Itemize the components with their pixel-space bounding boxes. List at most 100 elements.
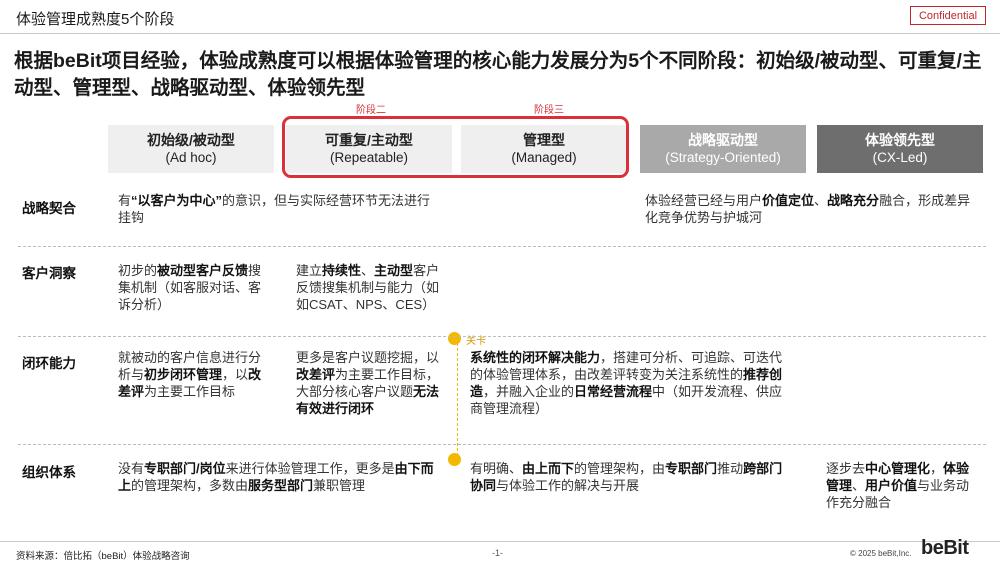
headline-part-4: 5个不同阶段：初始级/被动型、可重复/主动型、管理型、战略驱动型、体验领先型 (14, 50, 982, 99)
strategy-strategic-cell: 体验经营已经与用户价值定位、战略充分融合，形成差异化竞争优势与护城河 (645, 192, 975, 226)
cell-text-bold: 体验管理 (826, 461, 970, 493)
cell-text: 的意识，但与实际经营环节无法进行挂钩 (118, 193, 431, 225)
cell-text: 推动 (717, 461, 744, 476)
stage-cx-led: 体验领先型 (CX-Led) (817, 125, 983, 173)
headline-part-1: 根据beBit项目经验， (14, 50, 200, 72)
cell-text-bold: 用户价值 (865, 478, 918, 493)
insight-adhoc-cell: 初步的被动型客户反馈搜集机制（如客服对话、客诉分析） (118, 262, 268, 313)
org-cxled-cell: 逐步去中心管理化，体验管理、用户价值与业务动作充分融合 (826, 460, 976, 511)
stage-managed: 管理型 (Managed) (461, 125, 627, 173)
row-label-org: 组织体系 (22, 465, 76, 480)
cell-text: 的管理架构，多数由 (131, 478, 249, 493)
stage-strategy-oriented: 战略驱动型 (Strategy-Oriented) (640, 125, 806, 173)
cell-text-bold: 专职部门/岗位 (144, 461, 226, 476)
cell-text: 、 (361, 263, 375, 278)
cell-text: ， (930, 461, 944, 476)
cell-text: 建立 (296, 263, 323, 278)
cell-text-bold: 初步闭环管理 (144, 367, 223, 382)
cell-text: 的管理架构，由 (574, 461, 666, 476)
stage-sub: (Repeatable) (329, 150, 409, 165)
stage-sub: (Ad hoc) (165, 150, 217, 165)
cell-text-bold: 系统性的闭环解决能力 (470, 350, 601, 365)
cell-text: 、 (814, 193, 828, 208)
page-number: -1- (492, 548, 503, 558)
gate-line (457, 338, 458, 456)
loop-managed-cell: 系统性的闭环解决能力，搭建可分析、可追踪、可迭代的体验管理体系，由改差评转变为关… (470, 349, 785, 417)
row-divider (18, 246, 986, 247)
strategy-adhoc-cell: 有“以客户为中心”的意识，但与实际经营环节无法进行挂钩 (118, 192, 438, 226)
stage-name: 可重复/主动型 (325, 132, 413, 148)
cell-text-bold: 主动型 (374, 263, 414, 278)
row-divider (18, 336, 986, 337)
cell-text: 为主要工作目标，大部分核心客户议题 (296, 367, 440, 399)
cell-text: ，搭建可分析、可追踪、可迭代的体验管理体系，由改差评转变为关注系统性的 (470, 350, 783, 382)
cell-text-bold: “以客户为中心” (131, 193, 223, 208)
footer-divider (0, 541, 1000, 542)
cell-text: 来进行体验管理工作，更多是 (225, 461, 395, 476)
row-label-insight: 客户洞察 (22, 266, 76, 281)
cell-text: 融合，形成差异化竞争优势与护城河 (645, 193, 971, 225)
cell-text-bold: 价值定位 (762, 193, 815, 208)
cell-text-bold: 改差评 (296, 367, 336, 382)
loop-adhoc-cell: 就被动的客户信息进行分析与初步闭环管理，以改差评为主要工作目标 (118, 349, 268, 400)
org-adhoc-cell: 没有专职部门/岗位来进行体验管理工作，更多是由下而上的管理架构，多数由服务型部门… (118, 460, 436, 494)
cell-text: 、 (852, 478, 866, 493)
gate-dot (448, 332, 461, 345)
stage-tag-two: 阶段二 (356, 105, 386, 116)
cell-text-bold: 服务型部门 (248, 478, 314, 493)
source-note: 资料来源：倍比拓（beBit）体验战略咨询 (16, 551, 190, 562)
cell-text-bold: 中心管理化 (865, 461, 931, 476)
gate-label: 关卡 (466, 336, 486, 347)
stage-sub: (Managed) (511, 150, 577, 165)
cell-text: 兼职管理 (313, 478, 366, 493)
cell-text: ，以 (222, 367, 249, 382)
cell-text: 有 (118, 193, 132, 208)
cell-text: 中（如开发流程、供应商管理流程） (470, 384, 783, 416)
insight-repeatable-cell: 建立持续性、主动型客户反馈搜集机制与能力（如如CSAT、NPS、CES） (296, 262, 446, 313)
row-label-loop: 闭环能力 (22, 356, 76, 371)
copyright: © 2025 beBit,Inc. (850, 549, 912, 558)
cell-text: 与业务动作充分融合 (826, 478, 970, 510)
headline-part-3: 可以根据体验管理的核心能力发展分为 (296, 50, 629, 72)
cell-text-bold: 日常经营流程 (574, 384, 653, 399)
cell-text: 与体验工作的解决与开展 (496, 478, 640, 493)
stage-sub: (CX-Led) (872, 150, 928, 165)
cell-text: 为主要工作目标 (144, 384, 236, 399)
cell-text: ，并融入企业的 (483, 384, 575, 399)
cell-text: 客户反馈搜集机制与能力（如如CSAT、NPS、CES） (296, 263, 440, 312)
stage-tag-three: 阶段三 (534, 105, 564, 116)
cell-text: 有明确、 (470, 461, 523, 476)
loop-repeatable-cell: 更多是客户议题挖掘，以改差评为主要工作目标，大部分核心客户议题无法有效进行闭环 (296, 349, 446, 417)
stage-sub: (Strategy-Oriented) (665, 150, 781, 165)
stage-name: 战略驱动型 (688, 132, 758, 148)
highlight-box (282, 116, 629, 178)
row-label-strategy: 战略契合 (22, 201, 76, 216)
header-divider (0, 33, 1000, 34)
stage-name: 体验领先型 (865, 132, 935, 148)
cell-text: 初步的 (118, 263, 158, 278)
cell-text: 体验经营已经与用户 (645, 193, 763, 208)
cell-text-bold: 被动型客户反馈 (157, 263, 249, 278)
confidential-badge: Confidential (910, 6, 986, 25)
row-divider (18, 444, 986, 445)
bebit-logo: beBit (921, 537, 969, 559)
gate-dot (448, 453, 461, 466)
stage-repeatable: 可重复/主动型 (Repeatable) (286, 125, 452, 173)
cell-text: 逐步去 (826, 461, 866, 476)
stage-name: 初始级/被动型 (147, 132, 235, 148)
cell-text-bold: 战略充分 (827, 193, 880, 208)
cell-text: 没有 (118, 461, 145, 476)
page-title: 体验管理成熟度5个阶段 (16, 11, 175, 28)
cell-text: 搜集机制（如客服对话、客诉分析） (118, 263, 262, 312)
cell-text-bold: 专职部门 (665, 461, 718, 476)
cell-text: 更多是客户议题挖掘，以 (296, 350, 440, 365)
cell-text-bold: 由上而下 (522, 461, 575, 476)
headline: 根据beBit项目经验，体验成熟度可以根据体验管理的核心能力发展分为5个不同阶段… (14, 48, 989, 102)
cell-text-bold: 持续性 (322, 263, 362, 278)
cell-text-bold: 无法有效进行闭环 (296, 384, 440, 416)
cell-text-bold: 跨部门协同 (470, 461, 783, 493)
headline-part-2: 体验成熟度 (199, 50, 297, 72)
cell-text-bold: 推荐创造 (470, 367, 783, 399)
stage-adhoc: 初始级/被动型 (Ad hoc) (108, 125, 274, 173)
stage-name: 管理型 (523, 132, 565, 148)
